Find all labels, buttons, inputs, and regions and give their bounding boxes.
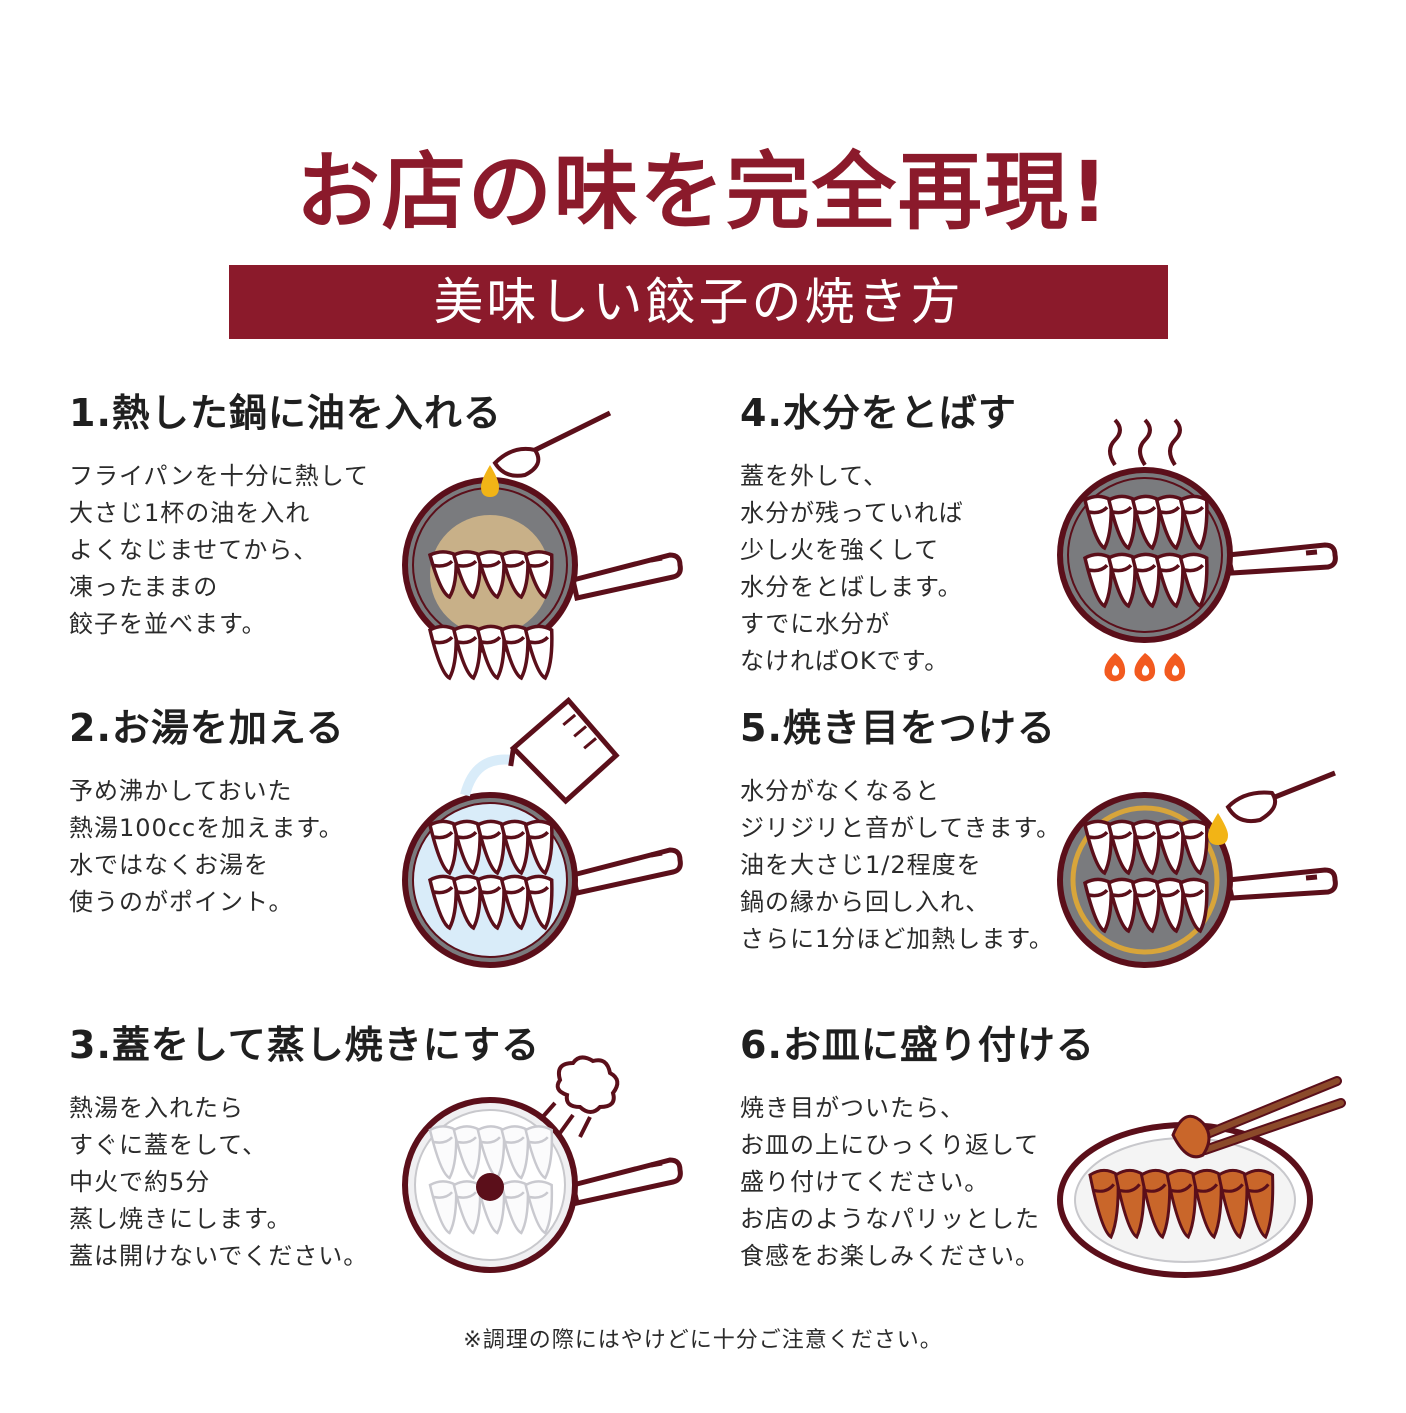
oil-spoon-icon [481, 410, 612, 497]
step-4-frying-pan-icon [1057, 418, 1338, 682]
step-3-text: 熱湯を入れたら すぐに蓋をして、 中火で約5分 蒸し焼きにします。 蓋は開けない… [69, 1094, 369, 1270]
lid-knob-icon [476, 1173, 504, 1201]
dumpling-icon [427, 550, 554, 600]
step-1-heading: 1.熱した鍋に油を入れる [69, 391, 502, 435]
page-subtitle-banner: 美味しい餃子の焼き方 [229, 265, 1168, 339]
step-3-frying-pan-lid-icon [402, 1055, 683, 1273]
step-5-heading: 5.焼き目をつける [740, 706, 1056, 750]
step-5-frying-pan-icon [1057, 770, 1338, 968]
dumpling-icon [427, 624, 458, 681]
step-6-heading: 6.お皿に盛り付ける [740, 1023, 1095, 1067]
step-4-heading: 4.水分をとばす [740, 391, 1017, 435]
step-1-text: フライパンを十分に熱して 大さじ1杯の油を入れ よくなじませてから、 凍ったまま… [69, 462, 369, 638]
dumpling-icon [523, 624, 554, 681]
step-6-text: 焼き目がついたら、 お皿の上にひっくり返して 盛り付けてください。 お店のような… [740, 1094, 1040, 1270]
page-title: お店の味を完全再現! [295, 143, 1111, 241]
steam-icon [538, 1055, 620, 1138]
step-2-text: 予め沸かしておいた 熱湯100ccを加えます。 水ではなくお湯を 使うのがポイン… [69, 777, 344, 916]
safety-note: ※調理の際にはやけどに十分ご注意ください。 [463, 1328, 943, 1353]
dumpling-icon [499, 624, 530, 681]
step-3-heading: 3.蓋をして蒸し焼きにする [69, 1023, 541, 1067]
step-5-text: 水分がなくなると ジリジリと音がしてきます。 油を大さじ1/2程度を 鍋の縁から… [740, 777, 1062, 953]
steam-icon [1108, 418, 1182, 467]
step-4-text: 蓋を外して、 水分が残っていれば 少し火を強くして 水分をとばします。 すでに水… [740, 462, 964, 675]
oil-spoon-icon [1208, 770, 1336, 845]
measuring-cup-icon [508, 696, 620, 805]
chopsticks-icon [1195, 1076, 1346, 1155]
flame-icon [1104, 653, 1186, 682]
step-6-plate-icon [1057, 1076, 1346, 1278]
step-2-frying-pan-icon [402, 696, 683, 968]
step-1-frying-pan-icon [402, 410, 683, 681]
dumpling-icon [451, 624, 482, 681]
step-2-heading: 2.お湯を加える [69, 706, 345, 750]
